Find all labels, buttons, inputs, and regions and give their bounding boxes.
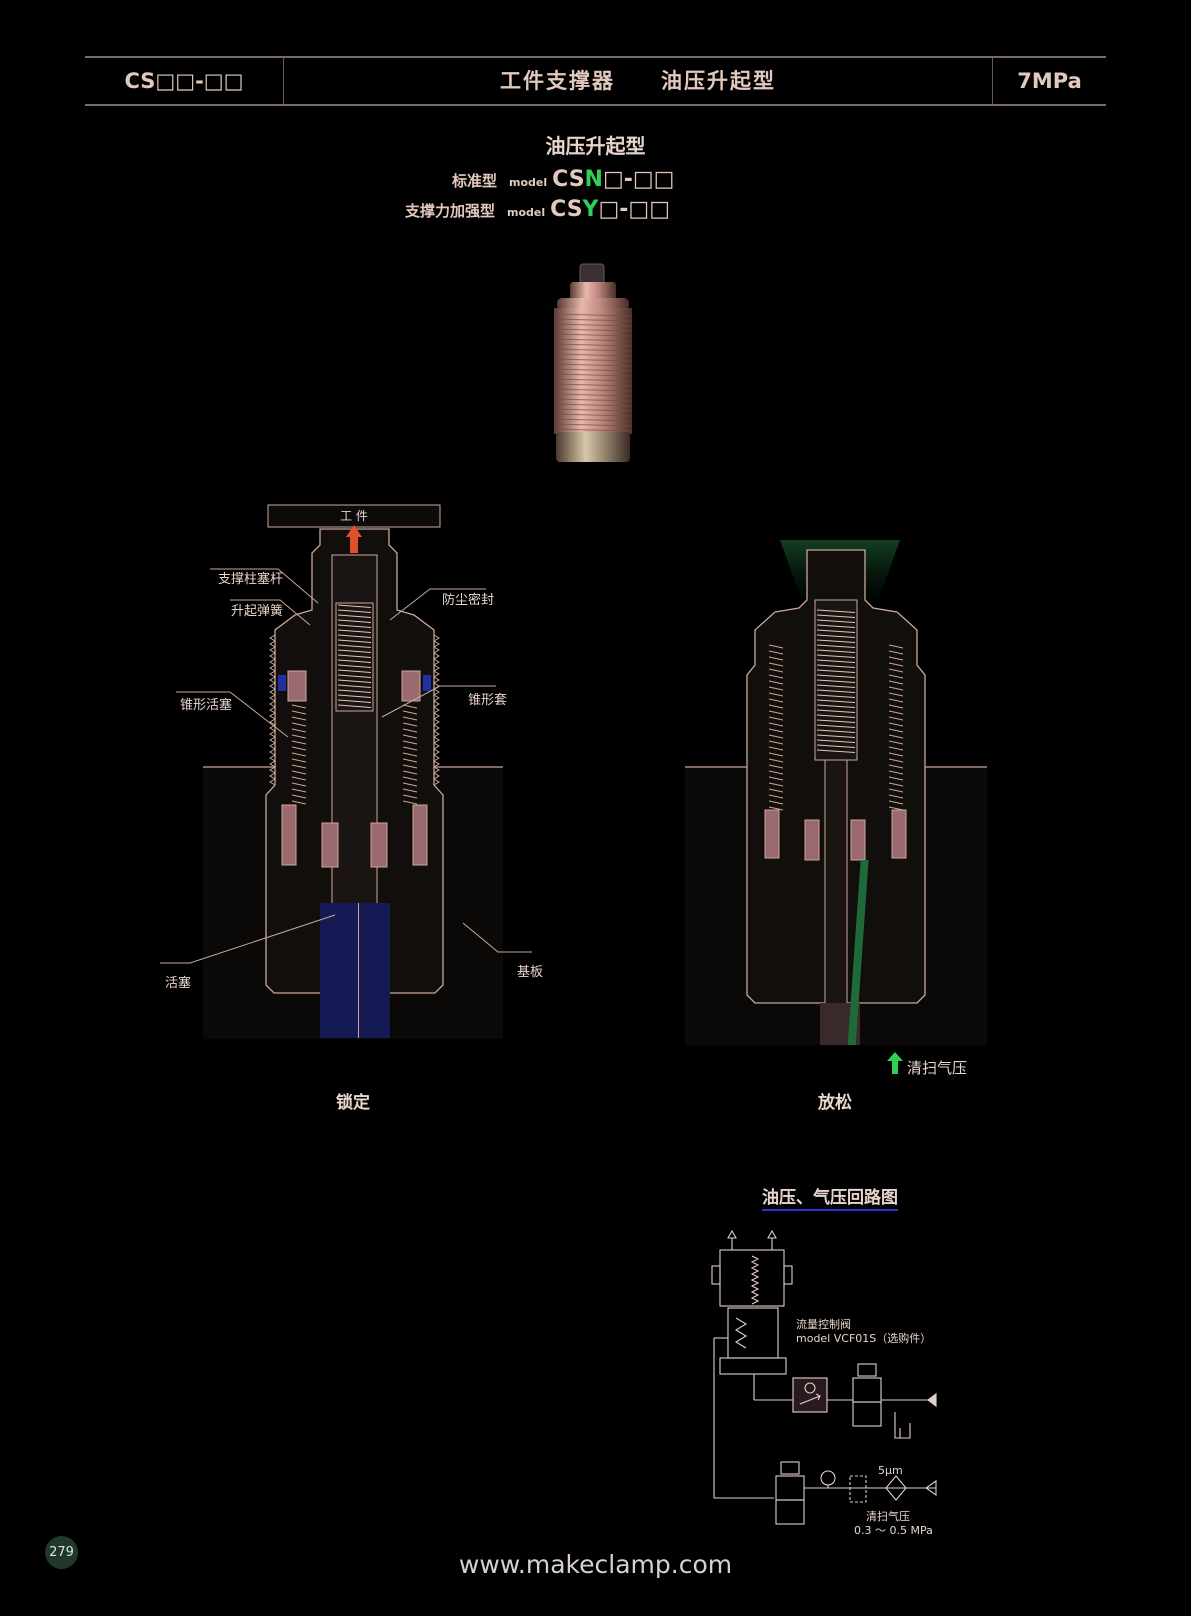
circuit-title: 油压、气压回路图: [762, 1183, 898, 1211]
model-word: model: [507, 206, 546, 219]
model-word: model: [509, 176, 548, 189]
header-model: CS□□-□□: [85, 58, 284, 104]
page-number: 279: [45, 1536, 78, 1569]
circuit-purge-label: 清扫气压: [866, 1509, 910, 1523]
label-rod: 支撑柱塞杆: [218, 572, 284, 587]
label-purge-air: 清扫气压: [907, 1059, 968, 1077]
model-row-reinforced: 支撑力加强型 model CSY□-□□: [405, 195, 670, 225]
valve-model: model VCF01S（选购件）: [796, 1331, 931, 1345]
model-row-standard: 标准型 model CSN□-□□: [452, 165, 674, 195]
header-pressure: 7MPa: [1017, 69, 1082, 93]
label-dust-seal: 防尘密封: [442, 593, 495, 608]
workpiece-label: 工 件: [340, 509, 368, 523]
header-bar: CS□□-□□ 工件支撑器 油压升起型 7MPa: [85, 56, 1106, 106]
model-code-prefix: CS: [550, 197, 583, 222]
model-code-letter: Y: [582, 197, 599, 222]
header-title: 工件支撑器 油压升起型: [284, 58, 993, 104]
model-code-prefix: CS: [552, 167, 585, 192]
model-code-letter: N: [584, 167, 603, 192]
model-code-suffix: □-□□: [602, 167, 675, 192]
purge-arrow-icon: [887, 1052, 903, 1074]
label-spring: 升起弹簧: [231, 604, 284, 619]
section-title: 油压升起型: [545, 134, 646, 158]
label-piston: 活塞: [165, 976, 192, 991]
model-label: 支撑力加强型: [405, 202, 496, 220]
filter-label: 5μm: [878, 1464, 903, 1477]
caption-locked: 锁定: [336, 1093, 370, 1113]
product-photo: [553, 263, 633, 462]
circuit-diagram: 流量控制阀 model VCF01S（选购件） 5μm 清扫气压 0.3 ～ 0…: [711, 1229, 937, 1537]
label-cone-sleeve: 锥形套: [468, 693, 508, 708]
section-diagram-released: [685, 540, 987, 1045]
label-base-plate: 基板: [517, 965, 544, 980]
label-cone-piston: 锥形活塞: [180, 698, 233, 713]
valve-name: 流量控制阀: [796, 1317, 851, 1331]
circuit-purge-range: 0.3 ～ 0.5 MPa: [854, 1524, 933, 1537]
model-label: 标准型: [452, 172, 498, 190]
caption-released: 放松: [818, 1093, 852, 1113]
model-code-suffix: □-□□: [598, 197, 670, 222]
section-diagram-locked: 工 件: [160, 504, 532, 1039]
website-url: www.makeclamp.com: [458, 1550, 733, 1579]
